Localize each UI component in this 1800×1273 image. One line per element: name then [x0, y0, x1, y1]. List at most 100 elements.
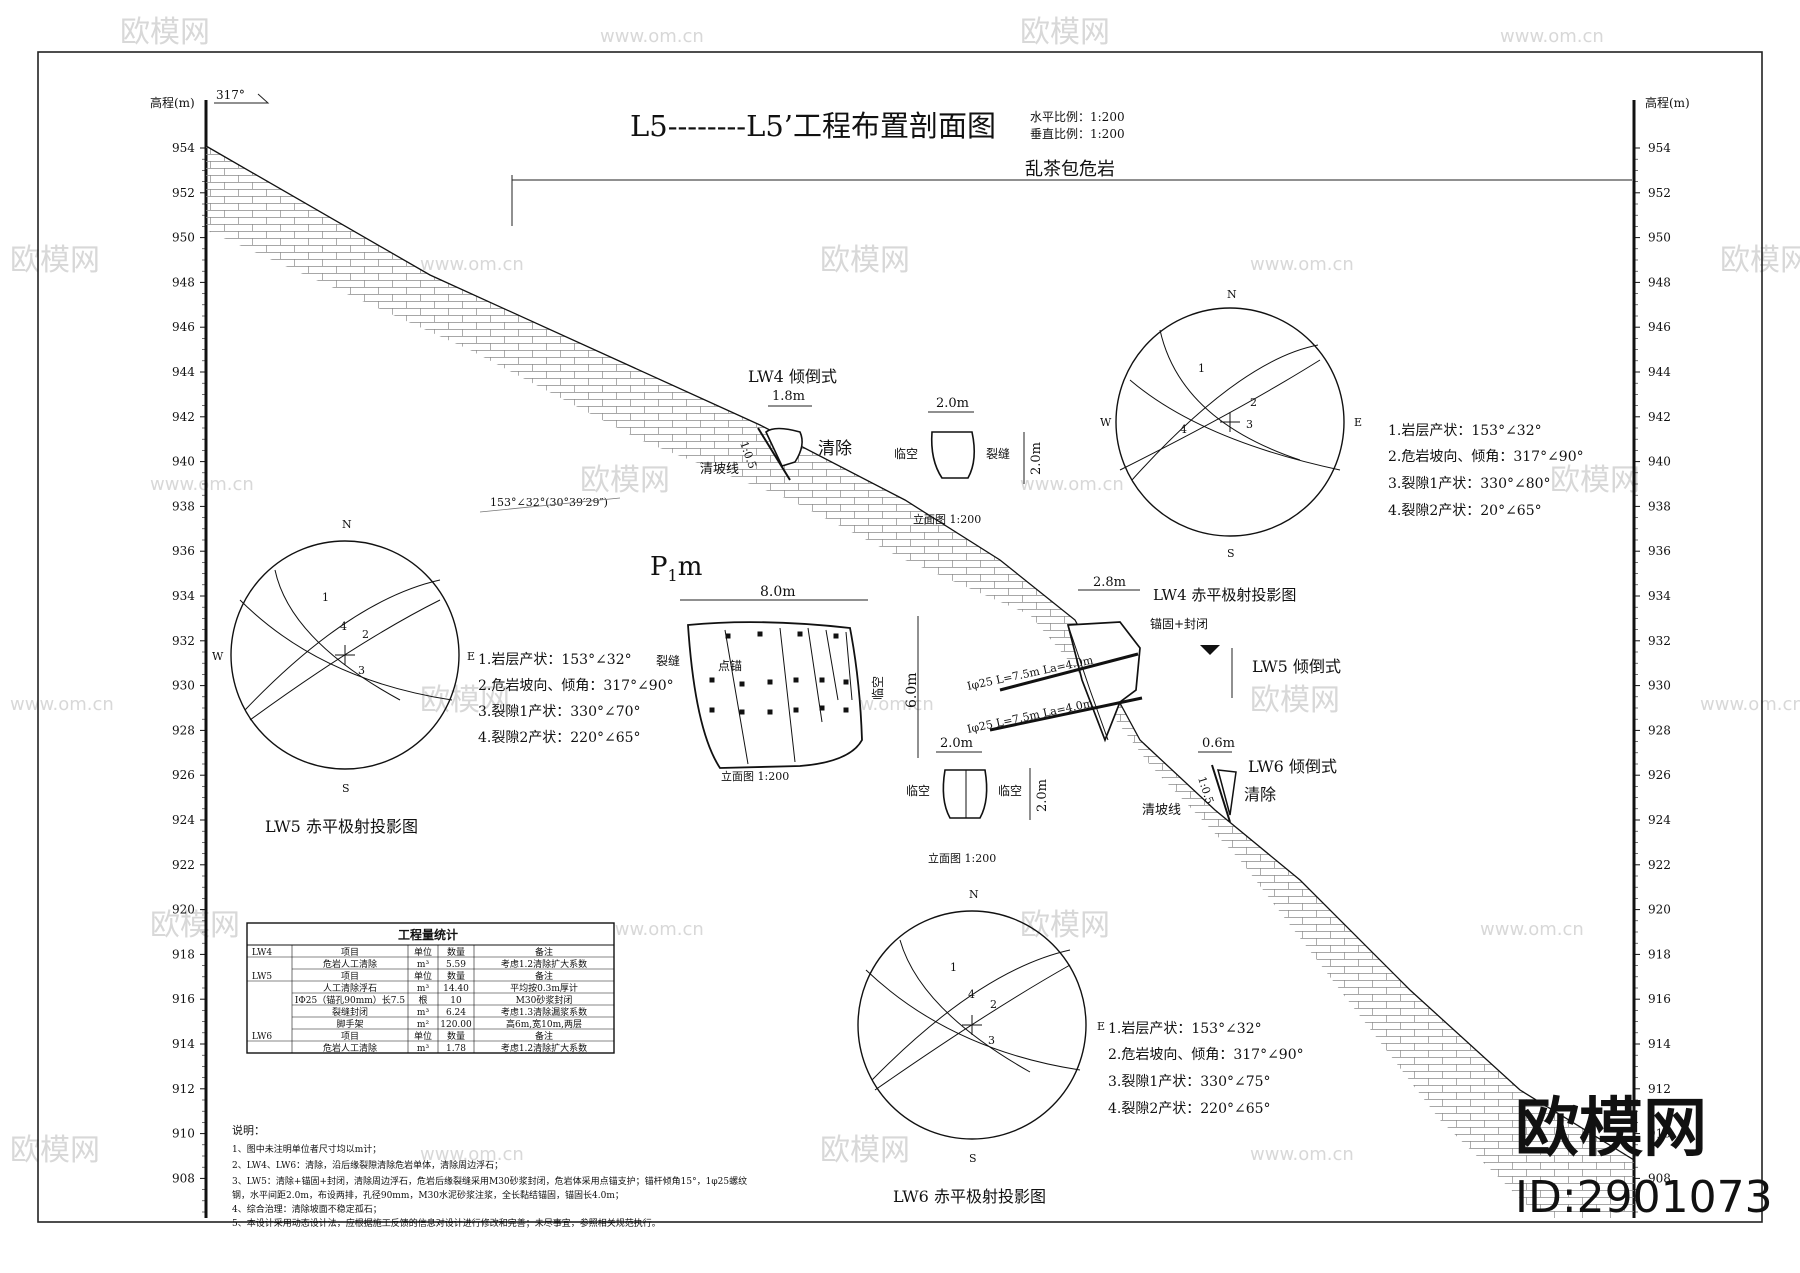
- lw4-elev-outline: [930, 431, 976, 479]
- table-cell: 人工清除浮石: [323, 982, 377, 994]
- stereonet-lw4-arc-4: [1159, 329, 1301, 461]
- lw5-bolt-2: [989, 696, 1143, 732]
- azimuth-label: 317°: [216, 88, 245, 102]
- lw6-legend-1: 1.岩层产状：153°∠32°: [1108, 1021, 1262, 1037]
- lw4-title: LW4 倾倒式: [748, 367, 837, 386]
- site-watermark-faint: www.om.cn: [1700, 694, 1800, 715]
- lw4-clear-label: 清坡线: [700, 462, 739, 477]
- table-cell: 单位: [414, 946, 432, 958]
- stereonet-lw6-p3: 3: [988, 1034, 995, 1047]
- anchor-point: [793, 707, 799, 713]
- right-tick-label: 908: [1648, 1171, 1671, 1185]
- right-tick-label: 912: [1648, 1082, 1671, 1096]
- right-tick-label: 916: [1648, 992, 1671, 1006]
- table-cell: 项目: [341, 1031, 359, 1042]
- lw6-elev-left: 临空: [906, 784, 930, 798]
- right-tick-label: 924: [1648, 813, 1671, 827]
- lw4-elev-left: 临空: [894, 447, 918, 461]
- left-tick-label: 932: [172, 634, 195, 648]
- site-watermark-faint: www.om.cn: [10, 694, 114, 715]
- left-tick-label: 954: [172, 141, 195, 155]
- design-notes: 说明： 1、图中未注明单位者尺寸均以m计； 2、LW4、LW6：清除，沿后缘裂隙…: [232, 1123, 747, 1229]
- brand-watermark-faint: 欧模网: [1550, 463, 1640, 498]
- right-tick-label: 930: [1648, 679, 1671, 693]
- lw5-fix-label: 锚固+封闭: [1150, 616, 1208, 631]
- lw5-bolt-2-label: Ⅰφ25 L=7.5m La=4.0m: [966, 696, 1095, 736]
- anchor-point: [739, 681, 745, 687]
- quantity-table-title: 工程量统计: [398, 927, 458, 942]
- anchor-point: [725, 633, 731, 639]
- lw6-title: LW6 倾倒式: [1248, 757, 1337, 776]
- site-watermark-faint: www.om.cn: [420, 254, 524, 275]
- table-cell: m³: [417, 984, 430, 994]
- lw6-elev-right: 临空: [998, 784, 1022, 798]
- lw6-elev-width: 2.0m: [940, 736, 973, 751]
- stereonet-lw5-p4: 4: [340, 620, 347, 633]
- stereonet-lw4-arc-2: [1129, 379, 1341, 471]
- left-tick-label: 922: [172, 858, 195, 872]
- axis-label-left: 高程(m): [150, 95, 195, 110]
- stereonet-lw4: N S W E 1 2 3 4: [1100, 288, 1362, 560]
- right-tick-label: 950: [1648, 231, 1671, 245]
- lw5-stereo-caption: LW4 赤平极射投影图: [1153, 586, 1296, 604]
- table-cell: m³: [417, 1044, 430, 1054]
- stereonet-lw6-n: N: [969, 888, 979, 901]
- lw6-elev-height: 2.0m: [1035, 779, 1050, 812]
- stereonet-lw4-p3: 3: [1246, 418, 1253, 431]
- stereonet-lw4-circle: [1115, 307, 1345, 537]
- lw6-elevation-view: 2.0m 临空 临空 2.0m 立面图 1:200: [906, 736, 1050, 865]
- slope-name: 乱茶包危岩: [1025, 159, 1115, 180]
- anchor-point: [793, 677, 799, 683]
- table-cell: 单位: [414, 1030, 432, 1042]
- lw4-width: 1.8m: [772, 389, 805, 404]
- table-cell: 项目: [341, 947, 359, 958]
- p1m-height: 6.0m: [904, 672, 920, 708]
- notes-title: 说明：: [232, 1123, 265, 1137]
- right-tick-label: 948: [1648, 275, 1671, 289]
- p1m-width: 8.0m: [760, 584, 796, 600]
- lw6-legend-4: 4.裂隙2产状：220°∠65°: [1108, 1101, 1271, 1117]
- left-tick-label: 950: [172, 231, 195, 245]
- right-tick-label: 932: [1648, 634, 1671, 648]
- right-tick-label: 928: [1648, 723, 1671, 737]
- table-cell: 项目: [341, 971, 359, 982]
- stereonet-lw4-p1: 1: [1198, 362, 1205, 375]
- table-cell: 平均按0.3m厚计: [510, 982, 578, 994]
- table-cell: 危岩人工清除: [323, 1042, 377, 1054]
- brand-watermark-faint: 欧模网: [1020, 908, 1110, 943]
- lw4-legend-3: 3.裂隙1产状：330°∠80°: [1388, 476, 1551, 492]
- lw4-elev-width: 2.0m: [936, 396, 969, 411]
- anchor-point: [709, 677, 715, 683]
- brand-watermark-faint: 欧模网: [1020, 15, 1110, 50]
- brand-watermark-faint: 欧模网: [580, 463, 670, 498]
- stereonet-lw5-arc-1: [244, 579, 441, 711]
- stereonet-lw5: N S W E 1 2 3 4 LW5 赤平极射投影图: [212, 518, 475, 836]
- stereonet-lw6-center: [962, 1015, 982, 1035]
- right-tick-label: 936: [1648, 544, 1671, 558]
- stereonet-lw4-n: N: [1227, 288, 1237, 301]
- azimuth-arrow: [214, 93, 270, 104]
- stereonet-lw5-center: [335, 645, 355, 665]
- lw4-detail: LW4 倾倒式 1.8m 清除 1:0.5 清坡线: [700, 367, 852, 481]
- bedding-line: [479, 497, 621, 513]
- notes-line-4: 钢，水平间距2.0m，布设两排，孔径90mm，M30水泥砂浆注浆，全长黏结锚固，…: [232, 1189, 624, 1201]
- left-tick-label: 916: [172, 992, 195, 1006]
- brand-watermark-faint: 欧模网: [820, 1133, 910, 1168]
- right-elevation-axis: 高程(m) 9549529509489469449429409389369349…: [1632, 95, 1690, 1218]
- stereonet-lw6-arc-3: [874, 964, 1071, 1091]
- lw6-stereo-title: LW6 赤平极射投影图: [893, 1187, 1046, 1206]
- lw6-width: 0.6m: [1202, 736, 1235, 751]
- table-cell: LW4: [252, 948, 272, 958]
- brand-watermark-faint: 欧模网: [150, 908, 240, 943]
- anchor-point: [819, 705, 825, 711]
- stereonet-lw4-p2: 2: [1250, 396, 1257, 409]
- table-cell: 10: [450, 996, 462, 1006]
- brand-watermark-faint: 欧模网: [10, 1133, 100, 1168]
- lw4-legend: 1.岩层产状：153°∠32° 2.危岩坡向、倾角：317°∠90° 3.裂隙1…: [1388, 423, 1584, 519]
- table-cell: LW5: [252, 972, 272, 982]
- table-cell: ⅠΦ25（锚孔90mm）长7.5: [295, 994, 405, 1006]
- left-tick-label: 930: [172, 679, 195, 693]
- stereonet-lw5-n: N: [342, 518, 352, 531]
